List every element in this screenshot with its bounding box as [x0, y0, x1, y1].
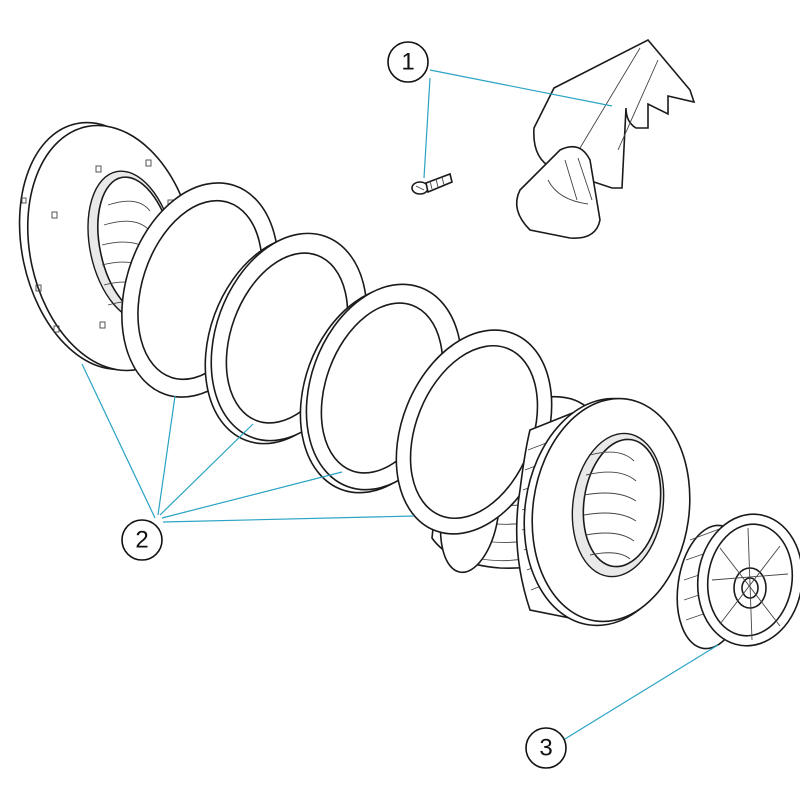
leader-lines	[81, 69, 719, 743]
leader-2b	[157, 395, 176, 516]
leader-2d	[161, 471, 343, 519]
gasket-4	[395, 329, 553, 535]
leader-3	[559, 644, 719, 743]
callout-3-label: 3	[539, 735, 552, 762]
callout-2: 2	[121, 519, 163, 561]
threaded-body	[515, 397, 691, 627]
leader-2a	[81, 363, 156, 519]
leader-2e	[162, 515, 415, 523]
callout-3: 3	[525, 727, 567, 769]
nozzle-cap	[676, 513, 800, 650]
callout-1: 1	[387, 41, 429, 83]
callout-1-label: 1	[401, 49, 414, 76]
leader-1a	[429, 69, 613, 107]
callout-2-label: 2	[135, 527, 148, 554]
leader-1b	[423, 77, 431, 179]
screw	[411, 172, 453, 195]
bracket-clip	[515, 38, 696, 239]
leader-2c	[159, 423, 254, 516]
